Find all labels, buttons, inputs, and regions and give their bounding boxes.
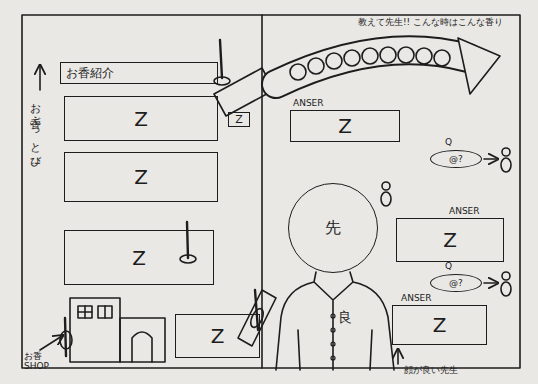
- answer-box: ANSERZ: [392, 305, 487, 345]
- box-text: @?: [449, 155, 463, 164]
- box-text: @?: [449, 279, 463, 288]
- speech-bubble: Q@?: [430, 274, 482, 292]
- shirt-button: [331, 342, 335, 346]
- banner-arrow: [276, 50, 468, 84]
- box-text: Z: [235, 114, 243, 125]
- leader-arrow: [39, 66, 41, 90]
- answer-box: ANSERZ: [396, 218, 504, 262]
- teacher-body: 良: [276, 270, 394, 370]
- box-text: 良: [338, 310, 352, 324]
- person-head: [382, 182, 390, 190]
- banner-circle: [290, 64, 306, 80]
- text-box: Z: [64, 230, 214, 285]
- box-text: 先: [325, 220, 341, 236]
- leader-arrow: [484, 282, 497, 284]
- text-box: Z: [64, 96, 218, 141]
- incense-stick: [187, 222, 188, 258]
- banner-circle: [308, 58, 324, 74]
- person-head: [502, 272, 510, 280]
- building-window: [78, 306, 92, 318]
- person-icon: [501, 148, 511, 172]
- teacher-head: 先: [288, 183, 378, 273]
- tilted-card: [238, 290, 276, 346]
- shirt-button: [331, 356, 335, 360]
- box-heading: ANSER: [401, 294, 432, 303]
- box-text: Z: [338, 116, 352, 136]
- banner-arrow: [276, 50, 468, 84]
- leader-arrow: [40, 336, 62, 350]
- box-text: Z: [134, 109, 148, 129]
- box-heading: Q: [445, 138, 452, 147]
- banner-circle: [416, 48, 432, 64]
- incense-stick: [65, 318, 66, 356]
- incense-stick: [255, 290, 258, 330]
- page-frame: [22, 15, 520, 368]
- shop-building: [120, 318, 165, 362]
- card-box: Z: [228, 112, 250, 127]
- person-body: [381, 192, 391, 206]
- incense-stick: [220, 40, 222, 78]
- text-box: Z: [64, 152, 218, 202]
- shirt-button: [331, 314, 335, 318]
- leader-arrow: [397, 350, 399, 364]
- banner-circle: [362, 48, 378, 64]
- person-head: [502, 148, 510, 156]
- answer-box: ANSERZ: [290, 110, 400, 142]
- person-body: [501, 158, 511, 172]
- box-text: Z: [134, 167, 148, 187]
- person-icon: [501, 272, 511, 296]
- building-window: [98, 306, 112, 318]
- body-outline: [276, 272, 394, 370]
- banner-arrow-head: [458, 38, 500, 94]
- vertical-note: お香ぶっとび!: [29, 96, 41, 165]
- shop-building: [70, 298, 120, 362]
- banner-circle: [344, 50, 360, 66]
- incense-holder: [180, 255, 196, 263]
- shirt-button: [331, 328, 335, 332]
- box-text: Z: [132, 248, 146, 268]
- box-text: Z: [211, 326, 225, 346]
- banner-circle: [434, 50, 450, 66]
- box-heading: Q: [445, 262, 452, 271]
- box-heading: ANSER: [293, 99, 324, 108]
- box-text: Z: [443, 230, 457, 250]
- banner-circle: [398, 47, 414, 63]
- box-text: Z: [433, 315, 447, 335]
- title-box: お香紹介: [60, 62, 218, 84]
- section-heading: 教えて先生!! こんな時はこんな香り: [358, 18, 503, 28]
- text-box: Z: [175, 314, 260, 358]
- person-icon: [381, 182, 391, 206]
- banner-circle: [326, 53, 342, 69]
- person-body: [501, 282, 511, 296]
- box-heading: ANSER: [449, 207, 480, 216]
- banner-circle: [380, 47, 396, 63]
- building-door: [132, 332, 152, 362]
- body-outline: [276, 270, 394, 370]
- figure-note: 顔が良い先生: [404, 366, 458, 376]
- building-window: [78, 311, 92, 313]
- leader-arrow: [484, 158, 497, 160]
- box-text: お香紹介: [66, 67, 114, 79]
- speech-bubble: Q@?: [430, 150, 482, 168]
- shop-note: お香 SHOP: [24, 352, 54, 372]
- building-window: [104, 306, 106, 318]
